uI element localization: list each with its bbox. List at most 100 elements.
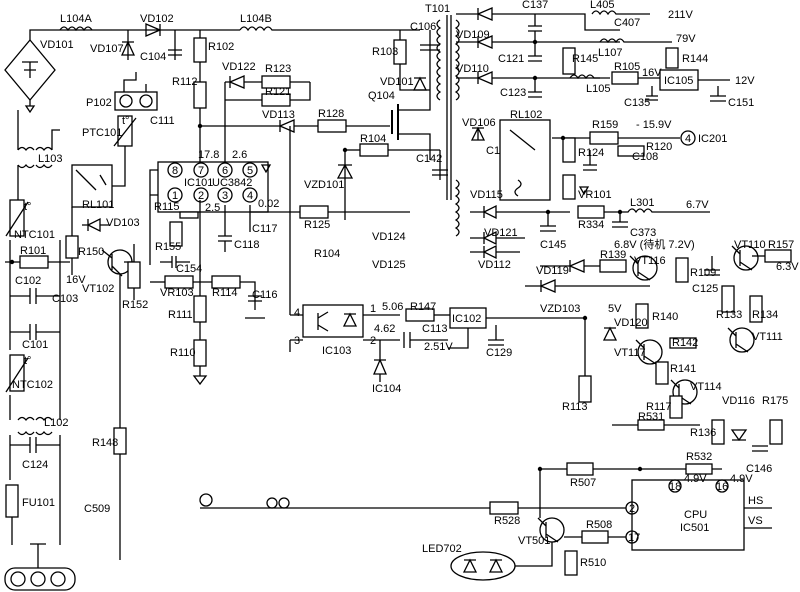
label-pin2: 2: [198, 190, 204, 202]
label-4.9V-a: 4.9V: [684, 473, 707, 485]
label-VD106: VD106: [462, 117, 496, 129]
label-PTC101: PTC101: [82, 127, 122, 139]
label-T101: T101: [425, 3, 450, 15]
label-R113: R113: [562, 401, 587, 413]
label-VD119: VD119: [536, 265, 569, 277]
label-C373: C373: [630, 227, 656, 239]
label-NTC101: NTC101: [14, 229, 55, 241]
label-VZD101: VZD101: [304, 179, 344, 191]
label-R103: R103: [372, 46, 398, 58]
label-HS: HS: [748, 495, 763, 507]
label-R144: R144: [682, 53, 708, 65]
label-4.9V-b: 4.9V: [730, 473, 753, 485]
cpu-section: [200, 469, 772, 581]
label-R109: R109: [690, 267, 716, 279]
label-R115: R115: [154, 201, 179, 213]
label-R110: R110: [170, 347, 195, 359]
label-VR103: VR103: [160, 287, 194, 299]
label-LED702: LED702: [422, 543, 462, 555]
label-C151: C151: [728, 97, 754, 109]
label-neg15.9V: - 15.9V: [636, 119, 672, 131]
label-pin1-ic103: 1: [370, 303, 376, 315]
c509-marker-icon: [199, 493, 213, 507]
label-pin3-ic103: 3: [294, 335, 300, 347]
label-R528: R528: [494, 515, 520, 527]
label-R507: R507: [570, 477, 596, 489]
label-C154: C154: [176, 263, 202, 275]
label-IC103: IC103: [322, 345, 351, 357]
label-R101: R101: [20, 245, 46, 257]
label-C113: C113: [422, 323, 447, 335]
label-IC101: IC101: [184, 177, 213, 189]
label-pin5: 5: [247, 165, 253, 177]
label-R136: R136: [690, 427, 716, 439]
label-C137: C137: [522, 0, 548, 11]
label-IC501: IC501: [680, 522, 709, 534]
label-R134: R134: [752, 309, 778, 321]
label-C102: C102: [15, 275, 41, 287]
label-thermal-mark-ntc101: t°: [24, 201, 31, 213]
primary-supply-wiring: [59, 23, 448, 220]
label-pin4: 4: [247, 190, 253, 202]
label-R120: R120: [646, 141, 672, 153]
label-R145: R145: [572, 53, 598, 65]
label-R140: R140: [652, 311, 678, 323]
label-R147: R147: [410, 301, 436, 313]
label-C135: C135: [624, 97, 650, 109]
label-pin17: 17: [628, 532, 640, 544]
label-R123: R123: [265, 63, 291, 75]
label-RL101: RL101: [82, 199, 114, 211]
label-VD110: VD110: [456, 63, 489, 75]
label-L301: L301: [630, 197, 654, 209]
label-pin2-cpu: 2: [629, 503, 635, 515]
label-VD122: VD122: [222, 61, 256, 73]
label-pin16: 16: [716, 481, 728, 493]
label-R121: R121: [265, 86, 291, 98]
label-L104A: L104A: [60, 13, 92, 25]
label-12V: 12V: [735, 75, 755, 87]
label-pin8: 8: [172, 165, 178, 177]
label-R112: R112: [172, 76, 197, 88]
pwm-controller-section: [133, 161, 410, 386]
label-R105: R105: [614, 61, 640, 73]
label-VD115: VD115: [470, 189, 503, 201]
label-P102: P102: [86, 97, 112, 109]
label-211V: 211V: [668, 9, 694, 21]
label-VT114: VT114: [690, 381, 722, 393]
label-pin4-ic201: 4: [685, 133, 691, 145]
label-VD107: VD107: [90, 43, 124, 55]
label-C146: C146: [746, 463, 772, 475]
label-VS: VS: [748, 515, 763, 527]
label-R152: R152: [122, 299, 148, 311]
label-C145: C145: [540, 239, 566, 251]
label-L103: L103: [38, 153, 62, 165]
label-2.5: 2.5: [205, 202, 220, 214]
label-C125: C125: [692, 283, 718, 295]
label-VD116: VD116: [722, 395, 755, 407]
label-VD121: VD121: [484, 227, 518, 239]
label-NTC102: NTC102: [12, 379, 53, 391]
label-VD124: VD124: [372, 231, 406, 243]
label-pin6: 6: [222, 165, 228, 177]
label-VD112: VD112: [478, 259, 511, 271]
label-VT110: VT110: [734, 239, 766, 251]
label-VD125: VD125: [372, 259, 406, 271]
label-5.06: 5.06: [382, 301, 403, 313]
label-IC102: IC102: [452, 313, 481, 325]
label-pin18: 18: [669, 481, 681, 493]
label-R532: R532: [686, 451, 712, 463]
label-C101: C101: [22, 339, 48, 351]
label-IC201: IC201: [698, 133, 727, 145]
secondary-output-section: [436, 7, 792, 476]
label-R141: R141: [670, 363, 696, 375]
label-C142: C142: [416, 153, 442, 165]
label-pin4-ic103: 4: [294, 307, 300, 319]
label-UC3842: UC3842: [212, 177, 252, 189]
label-R510: R510: [580, 557, 606, 569]
label-C116: C116: [252, 289, 277, 301]
label-VT102: VT102: [82, 283, 114, 295]
label-L102: L102: [44, 417, 68, 429]
label-VD113: VD113: [262, 109, 295, 121]
label-R128: R128: [318, 108, 344, 120]
label-VD120: VD120: [614, 317, 648, 329]
